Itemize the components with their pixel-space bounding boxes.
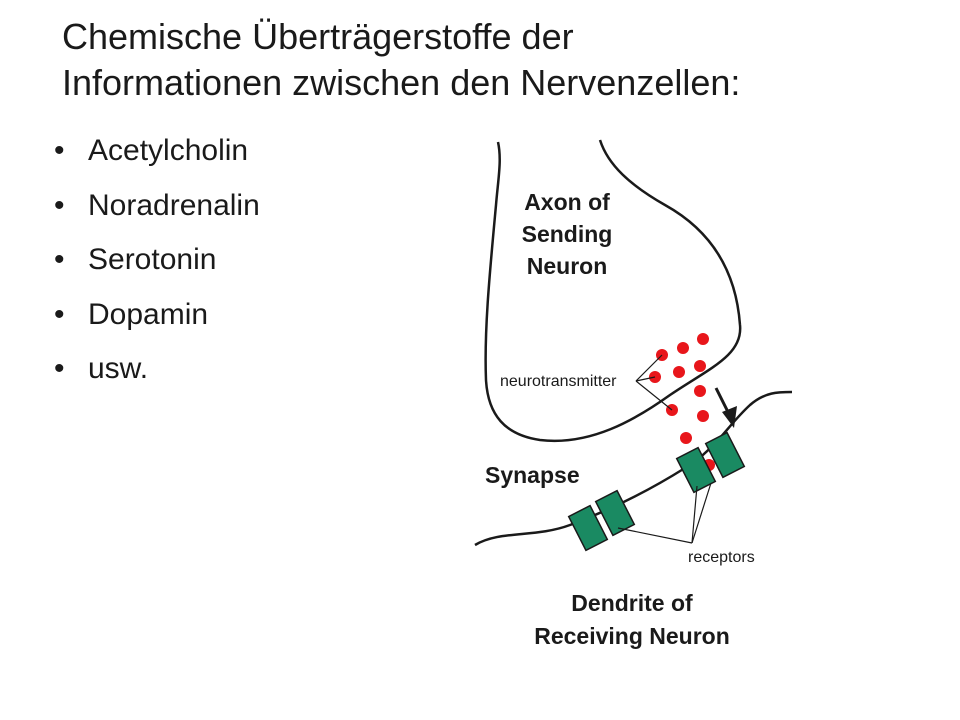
receptor-leader-lines xyxy=(617,482,712,544)
neurotransmitter-dot xyxy=(697,410,709,422)
synapse-diagram: Axon of Sending Neuron neurotransmitter xyxy=(474,139,793,649)
neurotransmitter-dot xyxy=(694,385,706,397)
axon-label-line-2: Sending xyxy=(522,221,613,247)
bullet-icon: • xyxy=(54,134,65,167)
list-item-text: Dopamin xyxy=(88,297,209,331)
receptors-label: receptors xyxy=(688,549,755,566)
dendrite-membrane xyxy=(474,390,793,547)
bullet-icon: • xyxy=(54,243,65,276)
axon-label-line-3: Neuron xyxy=(527,253,608,279)
list-item-text: Noradrenalin xyxy=(88,188,260,222)
neurotransmitter-leader-lines xyxy=(635,354,673,411)
transmitter-list: • Acetylcholin • Noradrenalin • Serotonin •… xyxy=(50,133,260,406)
bullet-icon: • xyxy=(54,352,65,385)
synapse-label: Synapse xyxy=(485,462,580,488)
list-item-text: Serotonin xyxy=(88,243,217,276)
receptor xyxy=(594,489,636,537)
list-item: • usw. xyxy=(50,351,260,387)
title-line-1: Chemische Überträgerstoffe der xyxy=(62,16,574,57)
bullet-icon: • xyxy=(54,188,65,222)
slide-title: Chemische Überträgerstoffe der Informati… xyxy=(62,14,922,106)
neurotransmitter-dot xyxy=(673,366,685,378)
title-line-2: Informationen zwischen den Nervenzellen: xyxy=(62,62,741,103)
list-item: • Serotonin xyxy=(50,242,260,278)
receptors xyxy=(567,431,746,552)
neurotransmitter-label: neurotransmitter xyxy=(500,373,617,390)
list-item: • Dopamin xyxy=(50,297,260,333)
list-item-text: usw. xyxy=(88,352,149,385)
list-item: • Noradrenalin xyxy=(50,188,260,224)
down-arrow-icon xyxy=(714,387,737,428)
receptor xyxy=(567,504,609,552)
receptor xyxy=(704,431,746,479)
bullet-icon: • xyxy=(54,297,65,331)
dendrite-label-line-2: Receiving Neuron xyxy=(534,623,730,649)
list-item-text: Acetylcholin xyxy=(88,134,249,167)
receptor xyxy=(675,446,717,494)
axon-label-line-1: Axon of xyxy=(524,189,610,215)
neurotransmitter-dot xyxy=(694,360,706,372)
list-item: • Acetylcholin xyxy=(50,133,260,169)
dendrite-label-line-1: Dendrite of xyxy=(571,590,693,616)
neurotransmitter-dot xyxy=(677,342,689,354)
axon-terminal-outline xyxy=(484,139,742,443)
neurotransmitter-dot xyxy=(680,432,692,444)
neurotransmitter-dot xyxy=(697,333,709,345)
